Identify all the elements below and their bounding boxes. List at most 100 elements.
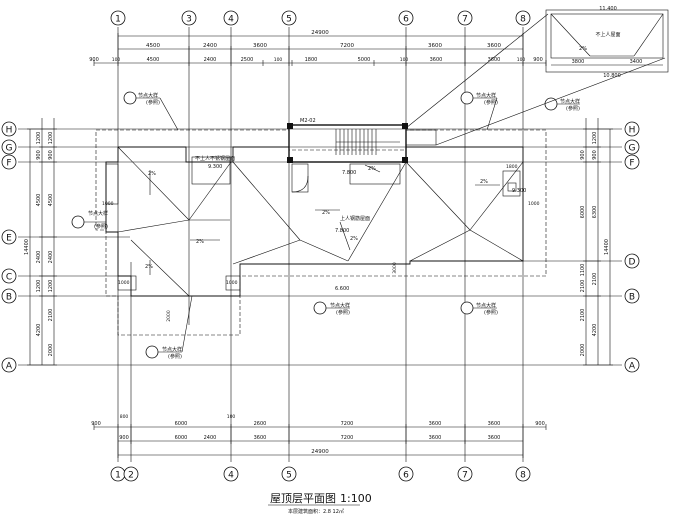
dim-bottom-r2: 7200 [341,421,354,427]
dim-bottom-r1: 7200 [341,435,354,441]
axis-bottom-label: 5 [286,471,292,481]
axis-top-label: 1 [115,15,121,25]
left-dimension-chain [27,118,57,366]
dim-bottom-r1: 900 [119,435,129,441]
dim-top-r2: 100 [112,57,121,63]
slope-label: 2% [145,264,153,270]
dim-bottom-r2: 900 [91,421,101,427]
dim-bottom-r2: 2600 [254,421,267,427]
dim-left-outer: 2400 [48,251,54,264]
axis-bottom-label: 6 [403,471,409,481]
dim-top-r2: 5000 [358,57,371,63]
axis-bottom-label: 7 [462,471,468,481]
dim-right-outer: 900 [580,150,586,160]
dim-right-outer: 2100 [580,280,586,293]
dim-top-r2: 900 [89,57,99,63]
elev-label: 6.600 [335,286,349,292]
note-label: 节点大样 [138,92,158,99]
axis-top-label: 3 [186,15,192,25]
elev-label: 7.800 [342,170,356,176]
inset-note: 不上人屋面 [595,31,620,38]
right-axis-bubbles: H G F D B A [624,121,640,373]
dim-bottom-r1: 2400 [204,435,217,441]
axis-left-label: F [6,159,11,169]
dim-bottom-r1: 6000 [175,435,188,441]
dim-left-total: 14400 [24,239,30,255]
drawing-scale: 1:100 [340,492,372,505]
note-label: 节点大样 [330,302,350,309]
note-label: 节点大样 [476,302,496,309]
dim-left-outer: 4500 [48,194,54,207]
dim-left-outer: 1200 [48,280,54,293]
dim-top-r2: 100 [400,57,409,63]
inset-slope: 2% [579,46,587,52]
small-dim: 1000 [226,280,238,286]
note-label: 节点大样 [476,92,496,99]
left-axis-bubbles: H G F E C B A [1,121,17,373]
drawing-title: 屋顶层平面图 [270,492,336,505]
inset-dim: 3800 [572,59,585,65]
bottom-axis-bubbles: 1 2 4 5 6 7 8 [110,466,531,482]
dim-bottom-r2: 6000 [175,421,188,427]
note-sub: (参照) [168,353,182,360]
note-sub: (参照) [566,105,580,112]
dim-left: 4500 [36,194,42,207]
dim-top-r1: 2400 [203,43,217,49]
roof-wall-line [105,146,524,297]
axis-right-label: A [629,362,636,372]
bottom-dimension-chain [93,424,547,458]
slope-label: 2% [368,166,376,172]
axis-right-label: H [629,126,636,136]
note-sub: (参照) [146,99,160,106]
axis-top-label: 5 [286,15,292,25]
dim-bottom-r1: 3600 [429,435,442,441]
top-dimension-chain [93,33,547,66]
dim-left-outer: 2100 [48,309,54,322]
dim-left-outer: 2000 [48,344,54,357]
slope-arrows [149,164,500,275]
dim-left: 900 [36,150,42,160]
axis-right-label: D [629,258,636,268]
dim-right: 1100 [580,264,586,277]
dim-bottom-r2: 100 [227,414,236,420]
inset-detail: 11.400 不上人屋面 2% 3800 3400 10.800 [405,6,669,146]
roof-hip-lines [117,146,524,297]
note-label: 节点大样 [162,346,182,353]
dim-top-r1: 3600 [487,43,501,49]
elev-label: 9.300 [512,188,526,194]
top-dimension-text: 24900 4500 2400 3600 7200 3600 3600 900 … [89,30,543,63]
dim-right: 2100 [592,273,598,286]
dim-top-r1: 3600 [253,43,267,49]
dim-left-outer: 900 [48,150,54,160]
dim-bottom-r2: 800 [120,414,129,420]
note-label: 节点大样 [88,210,108,217]
dim-top-r2: 2500 [241,57,254,63]
dim-left: 1200 [36,280,42,293]
note-sub: (参照) [484,99,498,106]
dim-right: 1200 [592,132,598,145]
right-dimension-text: 14400 1200 900 6300 1100 2100 4200 900 6… [580,132,610,357]
dim-top-r2: 4500 [147,57,160,63]
vertical-grid-lines [117,27,524,462]
slope-label: 2% [350,236,358,242]
elev-label: 7.800 [335,228,349,234]
axis-bottom-label: 1 [115,471,121,481]
title-block: 屋顶层平面图 1:100 本层建筑面积：2.8 12㎡ [268,492,372,515]
axis-bottom-label: 4 [228,471,234,481]
dim-left: 4200 [36,324,42,337]
axis-left-label: G [6,144,13,154]
axis-right-label: G [629,144,636,154]
axis-right-label: B [629,293,635,303]
annotations: M2-02 9.300 7.800 7.800 6.600 9.300 不上人不… [88,92,580,360]
note-label: 上人钢筋屋面 [340,215,370,222]
bottom-dimension-text: 900 800 6000 2600 100 7200 3600 3600 900… [91,414,545,455]
inset-elev2: 10.800 [603,73,621,79]
slope-label: 2% [196,239,204,245]
top-axis-bubbles: 1 3 4 5 6 7 8 [110,10,531,26]
axis-bottom-label: 8 [520,471,526,481]
dim-top-r1: 4500 [146,43,160,49]
dim-bottom-r2: 3600 [429,421,442,427]
dim-top-r2: 900 [533,57,543,63]
slope-label: 2% [322,210,330,216]
